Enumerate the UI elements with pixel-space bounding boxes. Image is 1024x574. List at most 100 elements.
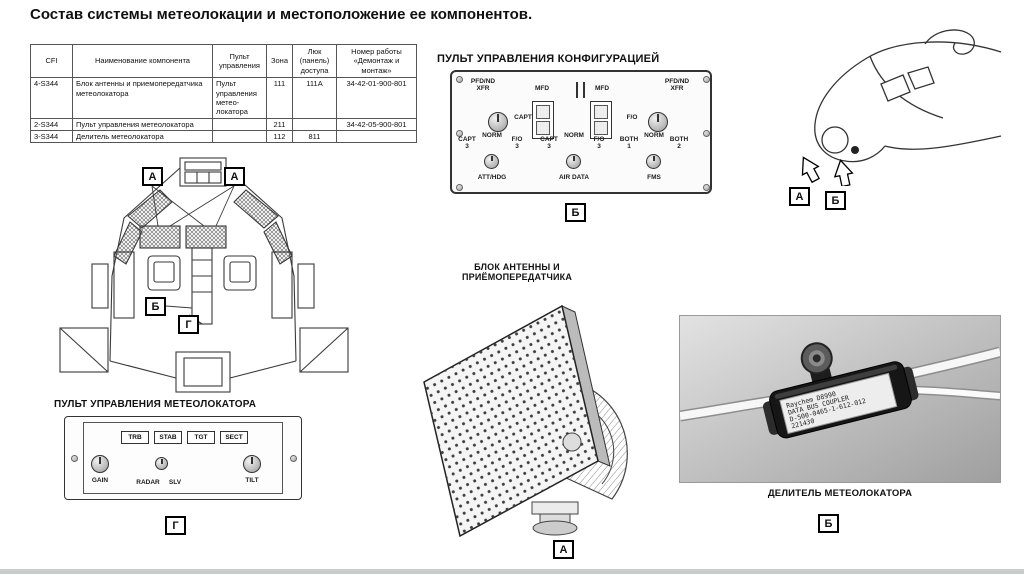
- wx-control-panel: TRB STAB TGT SECT GAIN RADAR SLV TILT: [64, 416, 302, 500]
- slide-footer-strip: [0, 569, 1024, 574]
- right-console: [271, 251, 293, 319]
- cell-panel: [212, 117, 267, 132]
- cell-hatch: 111А: [292, 77, 337, 119]
- att-hdg-norm-pos: NORM: [482, 132, 502, 139]
- cockpit-window: [880, 74, 911, 102]
- marker-g: Г: [165, 516, 186, 535]
- antenna-pedestal: [531, 501, 579, 515]
- windshield-pane: [127, 189, 173, 229]
- pfd-nd-xfr-right-knob: [648, 112, 668, 132]
- cockpit-top-view-diagram: [59, 157, 349, 393]
- stab-button: STAB: [154, 431, 182, 444]
- fuselage-left-side: [109, 167, 181, 362]
- col-work-number: Номер работы «Демонтаж и монтаж»: [336, 43, 417, 79]
- col-cfi: CFI: [30, 43, 73, 79]
- pfd-nd-xfr-right-label: PFD/ND XFR: [664, 78, 690, 93]
- marker-b: Б: [565, 203, 586, 222]
- instrument-panel-left: [139, 225, 181, 249]
- fms-caption: FMS: [647, 174, 661, 181]
- screw-icon: [703, 76, 710, 83]
- mfd-left-label: MFD: [534, 85, 550, 92]
- antenna-slot-array: [424, 306, 598, 536]
- screw-icon: [456, 130, 463, 137]
- fms-knob: [646, 154, 661, 169]
- left-console: [113, 251, 135, 319]
- mfd-selector-window: [532, 101, 554, 139]
- screw-icon: [456, 184, 463, 191]
- cockpit-door: [175, 351, 231, 393]
- screw-icon: [290, 455, 297, 462]
- arrow-b-icon: [833, 159, 854, 186]
- gain-knob: [91, 455, 109, 473]
- right-equipment-rack: [299, 327, 349, 373]
- page-title: Состав системы метеолокации и местополож…: [30, 6, 533, 23]
- cell-panel: [212, 129, 267, 144]
- marker-a: А: [789, 187, 810, 206]
- left-equipment-rack: [59, 327, 109, 373]
- fms-left-pos: BOTH 1: [619, 136, 639, 151]
- rear-bulkhead: [109, 360, 297, 379]
- cell-name: Пульт управления метеолокатора: [72, 117, 213, 132]
- mount-hub: [562, 432, 582, 452]
- selector-cell: [536, 121, 550, 136]
- cell-cfi: 4-S344: [30, 77, 73, 119]
- table-header-row: CFI Наименование компонента Пульт управл…: [30, 43, 417, 79]
- fms-right-pos: BOTH 2: [669, 136, 689, 151]
- fuselage-right-side: [225, 167, 297, 362]
- nose-outline: [814, 41, 1002, 163]
- side-window: [113, 221, 143, 265]
- pfd-nd-xfr-left-label: PFD/ND XFR: [470, 78, 496, 93]
- selector-cell: [594, 104, 608, 119]
- att-hdg-caption: ATT/HDG: [477, 174, 507, 181]
- radome-location-circle: [821, 126, 849, 154]
- divider-photo: Raychem D8990 DATA BUS COUPLER D-500-046…: [680, 316, 1000, 482]
- air-data-right-pos: F/O 3: [593, 136, 605, 151]
- trb-button: TRB: [121, 431, 149, 444]
- cell-cfi: 3-S344: [30, 129, 73, 144]
- leader-lines-a: [151, 185, 235, 227]
- leader-line-b: [165, 305, 193, 309]
- divider-caption: ДЕЛИТЕЛЬ МЕТЕОЛОКАТОРА: [767, 488, 913, 499]
- windshield-pane: [233, 189, 279, 229]
- cell-hatch: 811: [292, 129, 337, 144]
- radar-slv-knob: [155, 457, 168, 470]
- belly-line: [884, 135, 1002, 150]
- aircraft-nose-illustration: [801, 29, 1002, 186]
- decorative-curl: [924, 29, 975, 55]
- mfd-divider: [576, 82, 585, 98]
- cockpit-window: [907, 66, 935, 90]
- selector-cell: [536, 104, 550, 119]
- side-window: [263, 221, 293, 265]
- col-access-hatch: Люк (панель) доступа: [292, 43, 337, 79]
- instrument-panel-right: [185, 225, 227, 249]
- wx-panel-heading: ПУЛЬТ УПРАВЛЕНИЯ МЕТЕОЛОКАТОРА: [54, 399, 257, 410]
- screw-icon: [456, 76, 463, 83]
- cell-work: 34-42-01-900-801: [336, 77, 417, 119]
- mfd-right-label: MFD: [594, 85, 610, 92]
- cell-zone: 111: [266, 77, 293, 119]
- att-hdg-left-pos: CAPT 3: [458, 136, 476, 151]
- screw-icon: [703, 184, 710, 191]
- col-zone: Зона: [266, 43, 293, 79]
- table-row: 3-S344 Делитель метеолокатора 112 811: [30, 129, 417, 144]
- center-pedestal: [191, 247, 213, 325]
- radar-label: RADAR: [136, 479, 160, 486]
- antenna-unit-illustration: [423, 304, 628, 538]
- cell-name: Делитель метеолокатора: [72, 129, 213, 144]
- sect-button: SECT: [220, 431, 248, 444]
- capt-label: CAPT: [514, 114, 532, 121]
- first-officer-seat: [223, 255, 257, 291]
- gain-label: GAIN: [91, 477, 109, 484]
- col-control-panel: Пульт управления: [212, 43, 267, 79]
- pfd-nd-xfr-left-knob: [488, 112, 508, 132]
- screw-icon: [703, 130, 710, 137]
- marker-a: А: [224, 167, 245, 186]
- config-panel-heading: ПУЛЬТ УПРАВЛЕНИЯ КОНФИГУРАЦИЕЙ: [437, 53, 660, 65]
- mfd-selector-window: [590, 101, 612, 139]
- air-data-norm-pos: NORM: [564, 132, 584, 139]
- cell-hatch: [292, 117, 337, 132]
- captain-seat: [147, 255, 181, 291]
- coupler-body: Raychem D8990 DATA BUS COUPLER D-500-046…: [762, 342, 919, 439]
- marker-g: Г: [178, 315, 199, 334]
